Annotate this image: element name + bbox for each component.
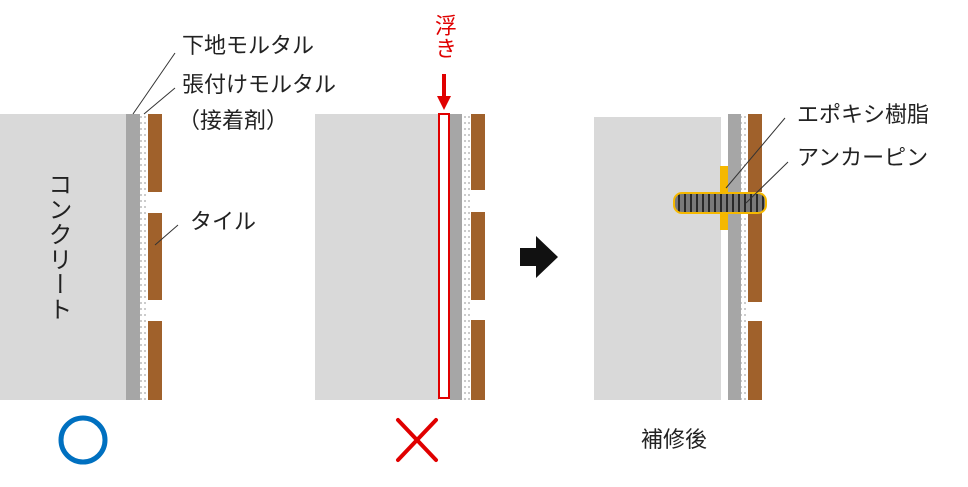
anchor-pin — [673, 192, 767, 214]
label-anchor-pin: アンカーピン — [797, 146, 929, 171]
label-after-repair: 補修後 — [641, 428, 708, 453]
delamination-gap — [438, 113, 450, 399]
base-mortar-layer — [450, 114, 462, 400]
label-adhesive-mortar: 張付けモルタル — [182, 73, 337, 98]
arrow-right-icon — [520, 236, 558, 278]
panel-bad — [315, 74, 485, 462]
base-mortar-layer — [728, 114, 741, 400]
label-base-mortar: 下地モルタル — [182, 34, 315, 59]
base-mortar-layer — [126, 114, 140, 400]
adhesive-mortar-layer — [462, 114, 471, 400]
tile — [471, 320, 485, 400]
tile — [148, 114, 162, 192]
leader-line-adhesive-mortar — [143, 87, 176, 115]
label-delamination: 浮き — [431, 14, 456, 60]
panel-repaired — [594, 114, 789, 400]
adhesive-mortar-layer — [741, 114, 748, 400]
label-adhesive: （接着剤） — [178, 109, 289, 134]
label-concrete: コンクリート — [44, 172, 72, 322]
leader-line-tile — [154, 224, 179, 246]
tile — [471, 212, 485, 300]
leader-line-anchor-pin — [745, 161, 789, 204]
label-tile: タイル — [190, 210, 257, 235]
leader-line-base-mortar — [132, 52, 176, 115]
adhesive-mortar-layer — [140, 114, 148, 400]
leader-line-epoxy — [725, 117, 786, 189]
concrete-block — [0, 114, 126, 400]
arrow-down-icon-head — [437, 96, 451, 110]
cross-icon — [396, 418, 438, 462]
concrete-block — [315, 114, 439, 400]
tile — [748, 321, 762, 400]
panel-good — [0, 52, 179, 465]
tile — [471, 114, 485, 190]
tile — [748, 213, 762, 302]
circle-icon — [58, 415, 108, 465]
tile — [148, 213, 162, 300]
tile — [148, 321, 162, 400]
concrete-block — [594, 117, 721, 400]
label-epoxy-resin: エポキシ樹脂 — [797, 103, 930, 128]
